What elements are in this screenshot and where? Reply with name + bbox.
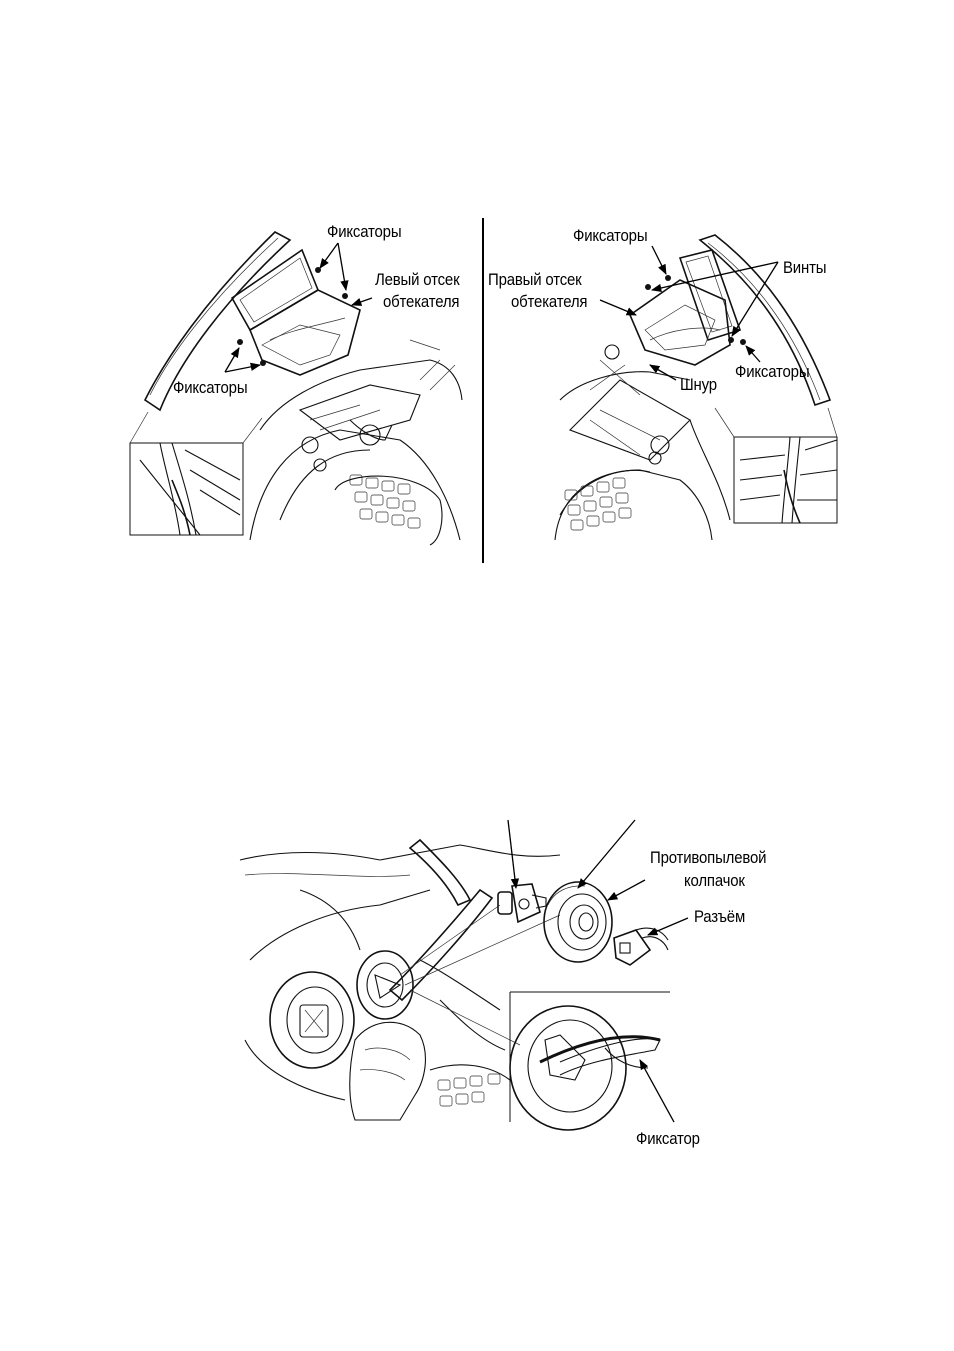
label-fasteners-bottom-right: Фиксаторы: [735, 362, 809, 381]
bulb-part: [498, 884, 546, 922]
left-panel-arrows: [225, 243, 372, 372]
label-retainer: Фиксатор: [636, 1129, 700, 1148]
label-fasteners-top-right: Фиксаторы: [573, 226, 647, 245]
label-screws: Винты: [783, 258, 826, 277]
label-cord: Шнур: [680, 375, 717, 394]
label-fasteners-top-left: Фиксаторы: [327, 222, 401, 241]
label-connector: Разъём: [694, 907, 745, 926]
dust-cap-part: [544, 882, 612, 962]
label-right-compartment-line2: обтекателя: [511, 292, 587, 311]
connector-part: [614, 928, 668, 965]
label-dust-cap-line2: колпачок: [684, 871, 745, 890]
label-fasteners-bottom-left: Фиксаторы: [173, 378, 247, 397]
label-left-compartment-line2: обтекателя: [383, 292, 459, 311]
label-dust-cap-line1: Противопылевой: [650, 848, 766, 867]
retainer-inset: [510, 992, 670, 1130]
label-left-compartment-line1: Левый отсек: [375, 270, 459, 289]
right-panel-arrows: [600, 246, 778, 380]
headlight-drawing: [240, 840, 670, 1130]
label-right-compartment-line1: Правый отсек: [488, 270, 582, 289]
